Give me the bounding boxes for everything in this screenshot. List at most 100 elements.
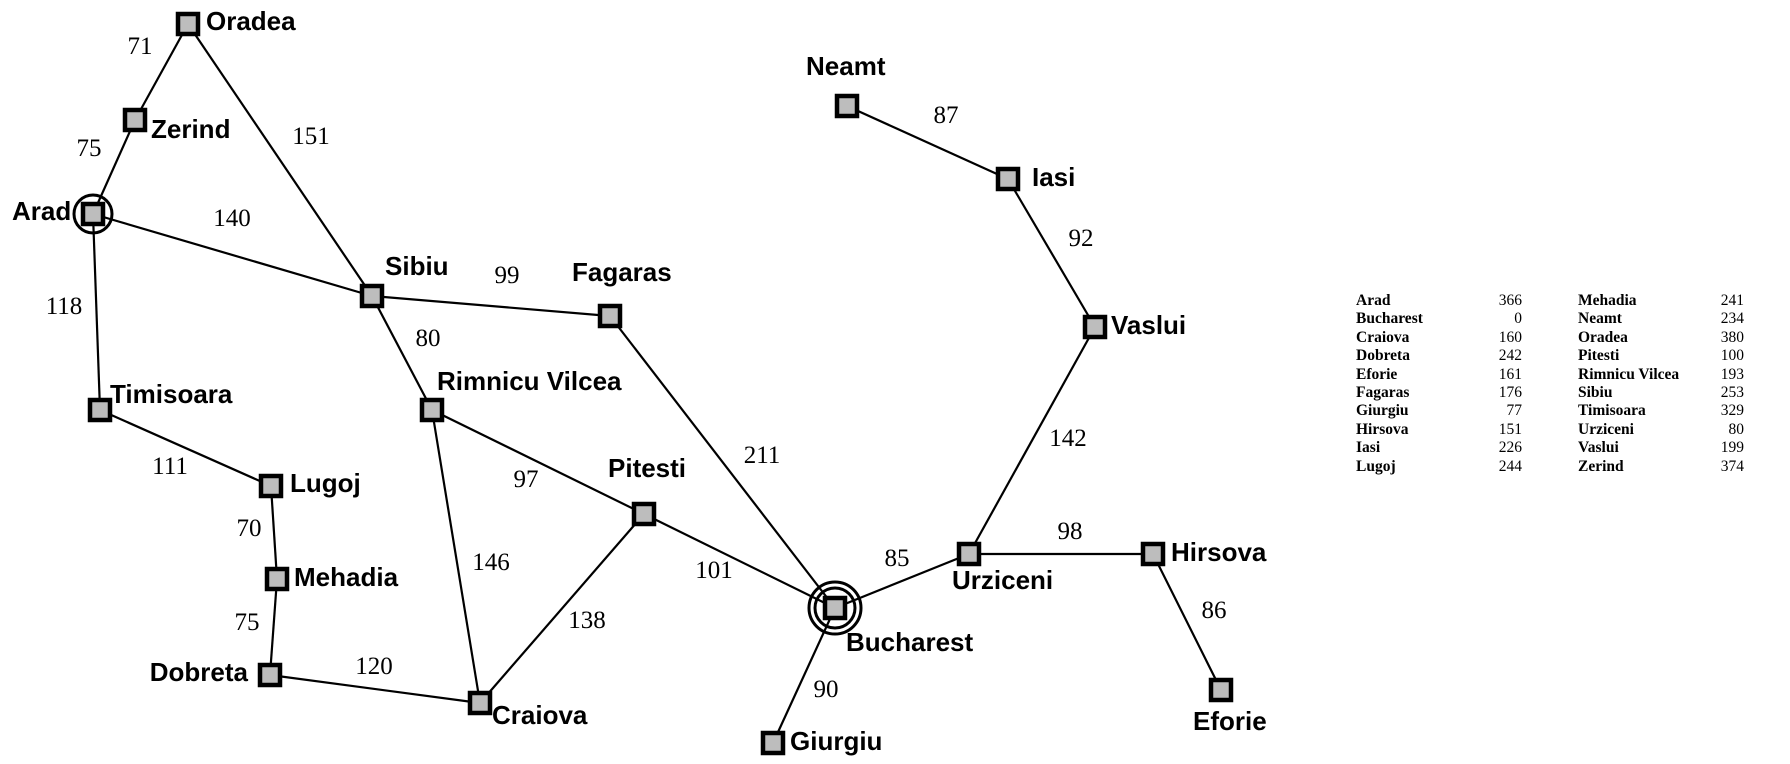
city-label-rimnicu: Rimnicu Vilcea bbox=[437, 366, 622, 396]
city-node-giurgiu bbox=[760, 730, 786, 756]
distance-label-urziceni-hirsova: 98 bbox=[1058, 518, 1083, 545]
road-fagaras-bucharest bbox=[609, 315, 836, 609]
city-label-dobreta: Dobreta bbox=[150, 657, 249, 687]
city-node-rimnicu bbox=[419, 397, 445, 423]
road-arad-timisoara bbox=[91, 213, 102, 411]
heuristic-city-name: Arad bbox=[1356, 292, 1391, 309]
heuristic-city-name: Fagaras bbox=[1356, 383, 1410, 401]
road-arad-sibiu bbox=[92, 212, 373, 298]
distance-label-oradea-sibiu: 151 bbox=[292, 123, 330, 150]
heuristic-city-name: Mehadia bbox=[1578, 292, 1637, 309]
heuristic-city-name: Sibiu bbox=[1578, 383, 1613, 401]
road-hirsova-eforie bbox=[1152, 553, 1222, 691]
heuristic-row: Hirsova 151 bbox=[1356, 421, 1522, 439]
road-sibiu-rimnicu bbox=[371, 295, 433, 411]
city-node-oradea bbox=[175, 11, 201, 37]
road-rimnicu-craiova bbox=[430, 409, 482, 704]
distance-label-timisoara-lugoj: 111 bbox=[152, 453, 188, 480]
heuristic-row: Mehadia 241 bbox=[1578, 292, 1744, 310]
heuristic-value: 226 bbox=[1498, 439, 1522, 457]
city-label-hirsova: Hirsova bbox=[1171, 537, 1267, 567]
distance-label-urziceni-vaslui: 142 bbox=[1049, 425, 1087, 452]
heuristic-value: 176 bbox=[1498, 383, 1522, 401]
road-pitesti-bucharest bbox=[643, 513, 836, 609]
city-label-sibiu: Sibiu bbox=[385, 251, 449, 281]
heuristic-value: 242 bbox=[1498, 347, 1522, 365]
road-mehadia-dobreta bbox=[268, 578, 279, 676]
city-label-zerind: Zerind bbox=[151, 114, 230, 144]
heuristic-value: 77 bbox=[1506, 402, 1523, 420]
road-iasi-neamt bbox=[846, 104, 1009, 181]
city-label-giurgiu: Giurgiu bbox=[790, 726, 882, 756]
heuristic-value: 380 bbox=[1720, 328, 1744, 346]
heuristic-city-name: Lugoj bbox=[1356, 457, 1396, 475]
city-node-bucharest bbox=[822, 595, 848, 621]
road-zerind-arad bbox=[91, 119, 137, 215]
heuristic-value: 241 bbox=[1720, 292, 1744, 309]
city-label-neamt: Neamt bbox=[806, 51, 886, 81]
heuristic-city-name: Craiova bbox=[1356, 328, 1410, 346]
heuristic-city-name: Hirsova bbox=[1356, 420, 1409, 438]
city-label-oradea: Oradea bbox=[206, 6, 296, 36]
road-craiova-pitesti bbox=[479, 513, 645, 704]
heuristic-city-name: Timisoara bbox=[1578, 402, 1646, 420]
heuristic-value: 253 bbox=[1720, 383, 1744, 401]
city-label-mehadia: Mehadia bbox=[294, 562, 399, 592]
heuristic-value: 100 bbox=[1720, 347, 1744, 365]
city-node-arad bbox=[80, 201, 106, 227]
city-label-bucharest: Bucharest bbox=[846, 627, 973, 657]
city-label-eforie: Eforie bbox=[1193, 706, 1267, 736]
distance-label-craiova-pitesti: 138 bbox=[568, 607, 606, 634]
heuristic-value: 161 bbox=[1498, 365, 1522, 383]
road-sibiu-fagaras bbox=[371, 294, 611, 318]
city-node-hirsova bbox=[1140, 541, 1166, 567]
city-label-urziceni: Urziceni bbox=[952, 565, 1053, 595]
heuristic-value: 151 bbox=[1498, 420, 1522, 438]
heuristic-row: Zerind 374 bbox=[1578, 458, 1744, 476]
heuristic-city-name: Giurgiu bbox=[1356, 402, 1409, 420]
city-label-pitesti: Pitesti bbox=[608, 453, 686, 483]
heuristic-row: Lugoj 244 bbox=[1356, 458, 1522, 476]
city-node-urziceni bbox=[956, 541, 982, 567]
heuristic-row: Fagaras 176 bbox=[1356, 384, 1522, 402]
distance-label-lugoj-mehadia: 70 bbox=[237, 515, 262, 542]
city-node-sibiu bbox=[359, 283, 385, 309]
city-label-timisoara: Timisoara bbox=[110, 379, 233, 409]
heuristic-city-name: Pitesti bbox=[1578, 347, 1620, 365]
distance-label-fagaras-bucharest: 211 bbox=[744, 442, 781, 469]
heuristic-row: Sibiu 253 bbox=[1578, 384, 1744, 402]
road-oradea-zerind bbox=[134, 23, 189, 121]
distance-label-zerind-arad: 75 bbox=[77, 135, 102, 162]
road-lugoj-mehadia bbox=[269, 485, 279, 580]
city-node-fagaras bbox=[597, 303, 623, 329]
heuristic-city-name: Zerind bbox=[1578, 457, 1624, 475]
heuristic-value: 244 bbox=[1498, 457, 1522, 475]
city-node-dobreta bbox=[257, 662, 283, 688]
distance-label-bucharest-giurgiu: 90 bbox=[814, 676, 839, 703]
city-node-neamt bbox=[834, 93, 860, 119]
city-node-craiova bbox=[467, 690, 493, 716]
heuristic-value: 374 bbox=[1720, 457, 1744, 475]
heuristic-city-name: Neamt bbox=[1578, 310, 1622, 328]
road-rimnicu-pitesti bbox=[431, 409, 645, 515]
distance-label-arad-sibiu: 140 bbox=[213, 205, 251, 232]
heuristic-value: 193 bbox=[1720, 365, 1744, 383]
distance-label-vaslui-iasi: 92 bbox=[1069, 225, 1094, 252]
city-label-craiova: Craiova bbox=[492, 700, 588, 730]
road-timisoara-lugoj bbox=[99, 408, 272, 488]
goal-marker-inner-ring bbox=[813, 586, 857, 630]
city-labels: AradBucharestCraiovaDobretaEforieFagaras… bbox=[12, 6, 1267, 756]
city-node-eforie bbox=[1208, 677, 1234, 703]
start-marker-ring bbox=[72, 193, 114, 235]
city-label-vaslui: Vaslui bbox=[1111, 310, 1186, 340]
